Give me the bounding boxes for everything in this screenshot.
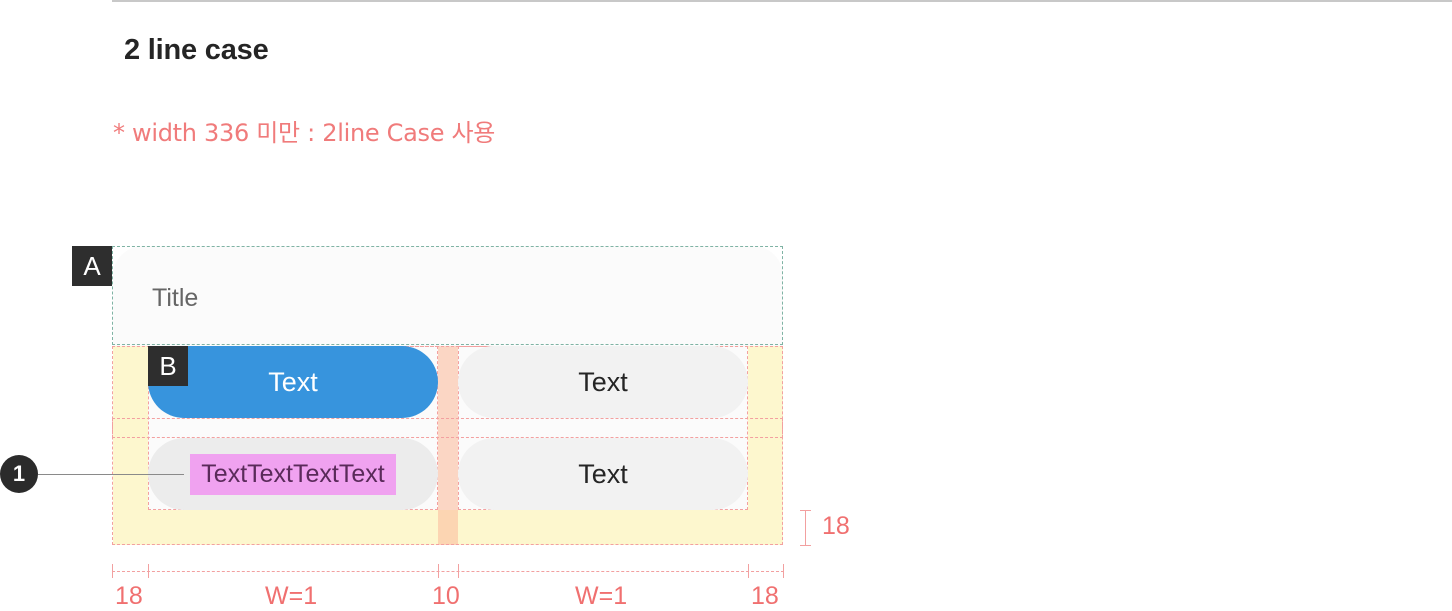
ruler-tick-4 (748, 564, 749, 578)
badge-b: B (148, 346, 188, 386)
top-divider (112, 0, 1452, 2)
ruler-tick-0 (112, 564, 113, 578)
secondary-button-bottom[interactable]: Text (458, 438, 748, 510)
bottom-padding-cap-top (800, 510, 811, 511)
bottom-padding-cap-bottom (800, 545, 811, 546)
gap-label: 10 (432, 582, 460, 610)
button-gap-area (438, 346, 458, 545)
long-text-button[interactable]: TextTextTextText (148, 438, 438, 510)
badge-a: A (72, 246, 112, 286)
long-text-button-label: TextTextTextText (190, 453, 396, 495)
bottom-padding-dimension-line (805, 510, 806, 545)
section-heading: 2 line case (124, 34, 269, 66)
title-area-guide (112, 246, 783, 345)
callout-connector (38, 474, 184, 475)
grid-guide-row-split (112, 418, 783, 438)
right-padding-label: 18 (751, 582, 779, 610)
ruler-tick-3 (458, 564, 459, 578)
left-padding-label: 18 (115, 582, 143, 610)
ruler-tick-5 (783, 564, 784, 578)
secondary-button-top-label: Text (578, 366, 628, 397)
left-padding-area (113, 346, 148, 545)
width-note: * width 336 미만 : 2line Case 사용 (113, 119, 496, 147)
secondary-button-top[interactable]: Text (458, 346, 748, 418)
button-width-2-label: W=1 (575, 582, 628, 610)
bottom-padding-label: 18 (822, 512, 850, 540)
primary-button-label: Text (268, 366, 318, 397)
callout-1: 1 (0, 455, 38, 493)
button-width-1-label: W=1 (265, 582, 318, 610)
secondary-button-bottom-label: Text (578, 458, 628, 489)
dialog-title: Title (152, 284, 199, 312)
primary-button[interactable]: Text (148, 346, 438, 418)
right-padding-area (748, 346, 783, 545)
ruler-tick-1 (148, 564, 149, 578)
width-ruler (112, 571, 784, 573)
grid-guide-outer (112, 346, 783, 545)
ruler-tick-2 (438, 564, 439, 578)
